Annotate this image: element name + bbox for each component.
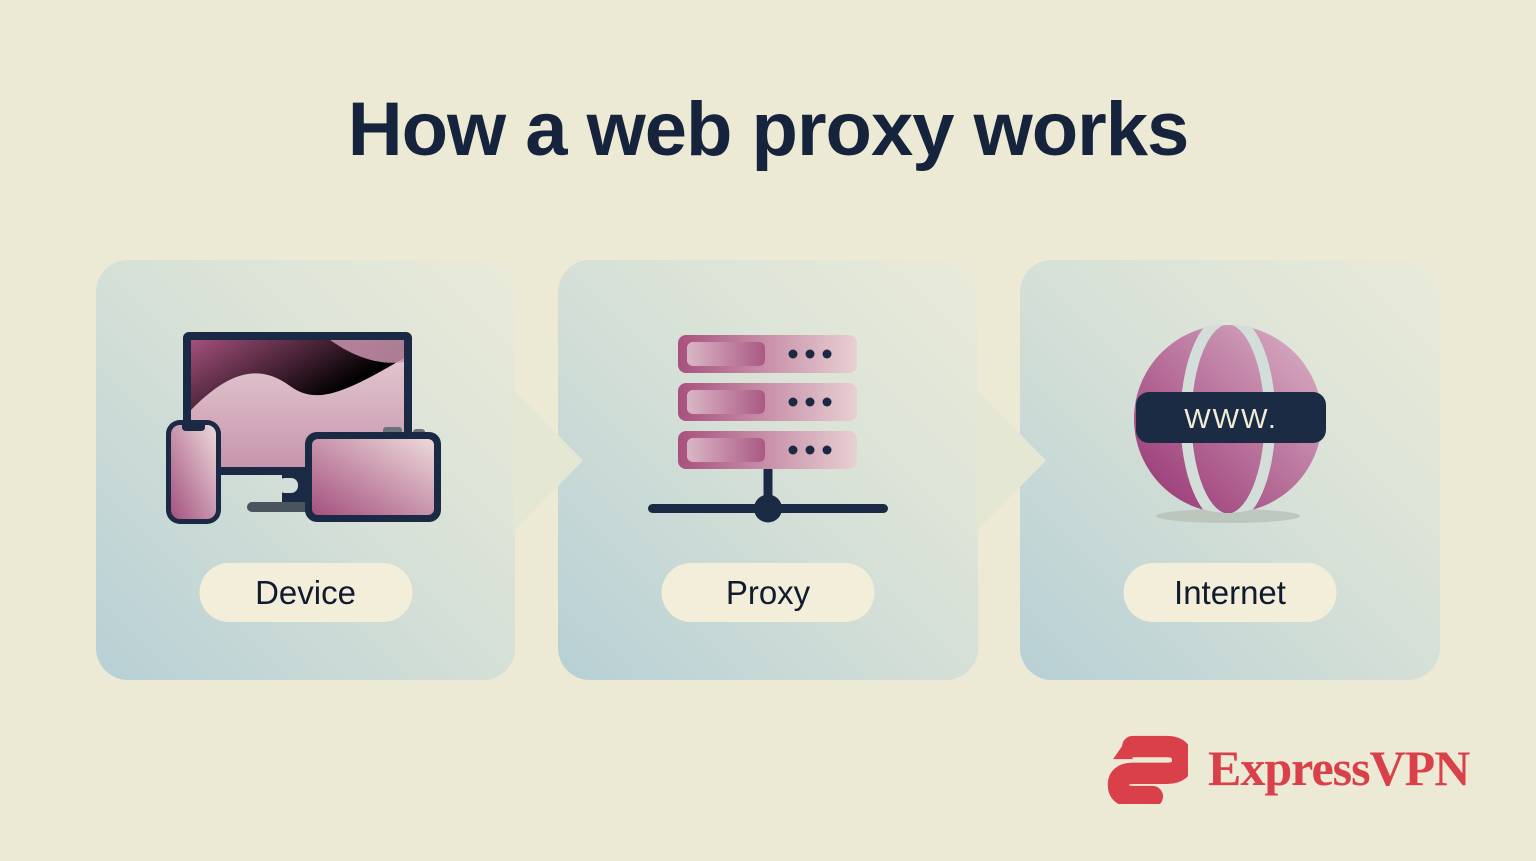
device-label-pill: Device	[199, 563, 412, 622]
card-proxy: Proxy	[558, 260, 978, 680]
network-line	[648, 469, 888, 523]
brand-name: ExpressVPN	[1208, 740, 1470, 796]
globe: WWW.	[1134, 325, 1326, 513]
www-band	[1136, 392, 1326, 443]
www-text: WWW.	[1184, 403, 1278, 434]
server-row	[678, 383, 857, 421]
expressvpn-logomark-icon	[1107, 735, 1188, 804]
proxy-label-pill: Proxy	[661, 563, 875, 622]
server-row	[678, 431, 857, 469]
globe-shadow	[1156, 509, 1300, 523]
globe-www-icon: WWW.	[1134, 325, 1326, 523]
devices-icon	[166, 332, 441, 524]
card-internet: WWW. Internet	[1020, 260, 1440, 680]
proxy-label: Proxy	[725, 573, 811, 611]
card-device: Device	[96, 260, 515, 680]
internet-label: Internet	[1174, 573, 1286, 611]
tablet-icon	[305, 432, 441, 522]
device-label: Device	[255, 573, 356, 611]
brand-logo: ExpressVPN	[1106, 732, 1470, 804]
page-title: How a web proxy works	[347, 87, 1190, 172]
internet-label-pill: Internet	[1123, 563, 1337, 622]
server-row	[678, 335, 857, 373]
phone-icon	[166, 420, 221, 524]
server-stack-icon	[648, 335, 888, 523]
